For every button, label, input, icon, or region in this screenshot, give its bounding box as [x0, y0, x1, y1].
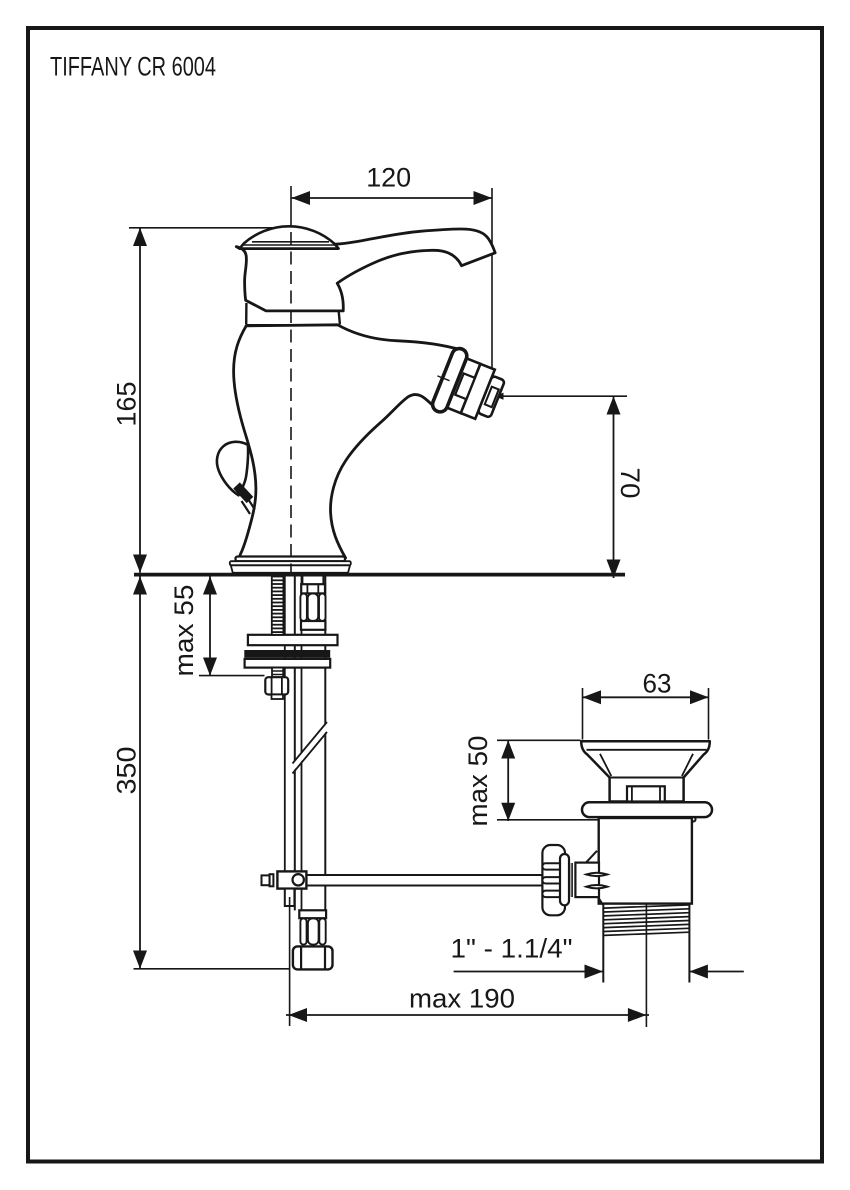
svg-text:max 190: max 190: [409, 984, 515, 1014]
svg-text:70: 70: [615, 468, 645, 499]
svg-text:120: 120: [366, 163, 411, 193]
svg-text:350: 350: [112, 747, 142, 795]
svg-text:165: 165: [112, 382, 142, 427]
svg-text:TIFFANY CR 6004: TIFFANY CR 6004: [50, 52, 216, 82]
svg-text:1" - 1.1/4": 1" - 1.1/4": [451, 934, 573, 964]
svg-text:max 50: max 50: [463, 736, 493, 827]
svg-text:63: 63: [643, 669, 672, 699]
svg-text:max 55: max 55: [169, 585, 199, 677]
